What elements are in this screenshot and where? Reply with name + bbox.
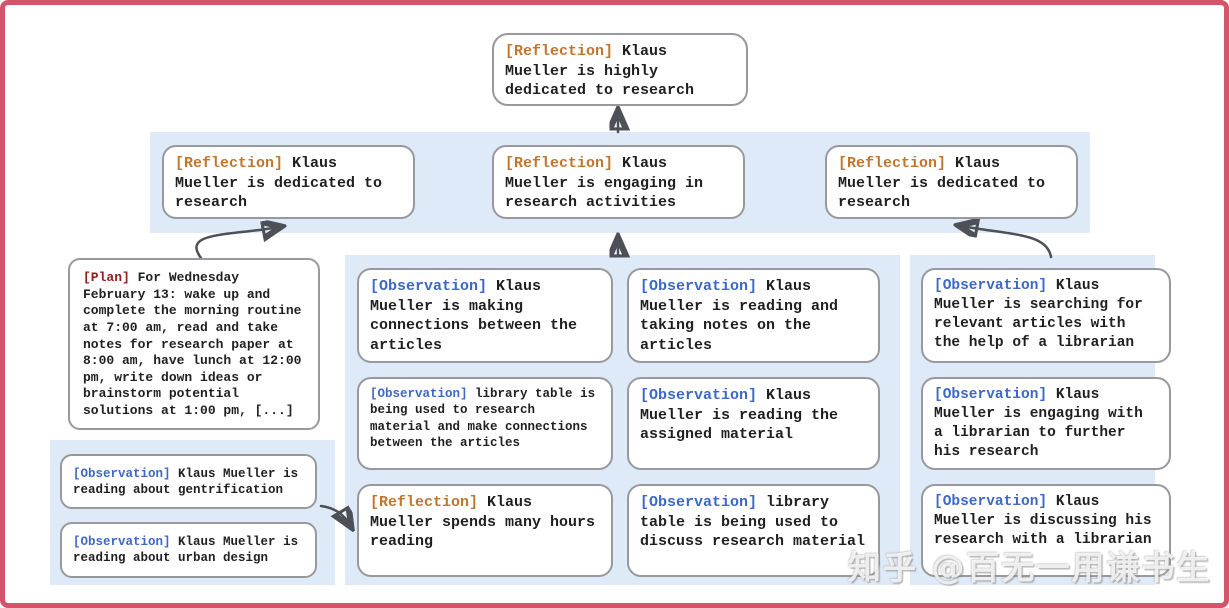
- node-obs-taking-notes: [Observation] Klaus Mueller is reading a…: [627, 268, 880, 363]
- node-obs-making-connections: [Observation] Klaus Mueller is making co…: [357, 268, 613, 363]
- node-text: Klaus Mueller is dedicated to research: [838, 155, 1046, 211]
- node-obs-assigned-material: [Observation] Klaus Mueller is reading t…: [627, 377, 880, 470]
- reflection-tag: [Reflection]: [505, 155, 614, 172]
- node-obs-library-discuss: [Observation] library table is being use…: [627, 484, 880, 577]
- reflection-tag: [Reflection]: [175, 155, 284, 172]
- observation-tag: [Observation]: [73, 535, 171, 549]
- node-text: Klaus Mueller is discussing his research…: [934, 494, 1152, 548]
- observation-tag: [Observation]: [640, 278, 758, 295]
- reflection-tag: [Reflection]: [370, 494, 479, 511]
- observation-tag: [Observation]: [640, 494, 758, 511]
- node-obs-gentrification: [Observation] Klaus Mueller is reading a…: [60, 454, 317, 509]
- node-text: Klaus Mueller spends many hours reading: [370, 494, 596, 550]
- plan-tag: [Plan]: [83, 270, 130, 285]
- node-text: library table is being used to research …: [370, 387, 596, 450]
- node-plan: [Plan] For Wednesday February 13: wake u…: [68, 258, 320, 430]
- node-text: Klaus Mueller is dedicated to research: [175, 155, 383, 211]
- node-text: Klaus Mueller is reading about urban des…: [73, 535, 299, 566]
- node-text: Klaus Mueller is making connections betw…: [370, 278, 578, 354]
- node-obs-searching-articles: [Observation] Klaus Mueller is searching…: [921, 268, 1171, 363]
- observation-tag: [Observation]: [934, 278, 1048, 294]
- observation-tag: [Observation]: [934, 387, 1048, 403]
- node-obs-library-research: [Observation] library table is being use…: [357, 377, 613, 470]
- node-reflection-mid: [Reflection] Klaus Mueller is engaging i…: [492, 145, 745, 219]
- observation-tag: [Observation]: [370, 278, 488, 295]
- node-text: Klaus Mueller is engaging with a librari…: [934, 387, 1143, 460]
- node-obs-discussing-research: [Observation] Klaus Mueller is discussin…: [921, 484, 1171, 577]
- node-text: Klaus Mueller is searching for relevant …: [934, 278, 1143, 351]
- node-text: Klaus Mueller is highly dedicated to res…: [505, 43, 695, 99]
- node-text: Klaus Mueller is reading the assigned ma…: [640, 387, 839, 443]
- node-obs-engaging-librarian: [Observation] Klaus Mueller is engaging …: [921, 377, 1171, 470]
- node-text: library table is being used to discuss r…: [640, 494, 866, 550]
- node-text: Klaus Mueller is engaging in research ac…: [505, 155, 704, 211]
- node-reflection-hours-reading: [Reflection] Klaus Mueller spends many h…: [357, 484, 613, 577]
- node-root-reflection: [Reflection] Klaus Mueller is highly ded…: [492, 33, 748, 106]
- reflection-tag: [Reflection]: [838, 155, 947, 172]
- reflection-tag: [Reflection]: [505, 43, 614, 60]
- observation-tag: [Observation]: [370, 387, 468, 401]
- node-text: Klaus Mueller is reading about gentrific…: [73, 467, 299, 498]
- observation-tag: [Observation]: [73, 467, 171, 481]
- node-reflection-right: [Reflection] Klaus Mueller is dedicated …: [825, 145, 1078, 219]
- node-text: Klaus Mueller is reading and taking note…: [640, 278, 839, 354]
- observation-tag: [Observation]: [934, 494, 1048, 510]
- observation-tag: [Observation]: [640, 387, 758, 404]
- node-obs-urban-design: [Observation] Klaus Mueller is reading a…: [60, 522, 317, 578]
- node-reflection-left: [Reflection] Klaus Mueller is dedicated …: [162, 145, 415, 219]
- node-text: For Wednesday February 13: wake up and c…: [83, 270, 302, 418]
